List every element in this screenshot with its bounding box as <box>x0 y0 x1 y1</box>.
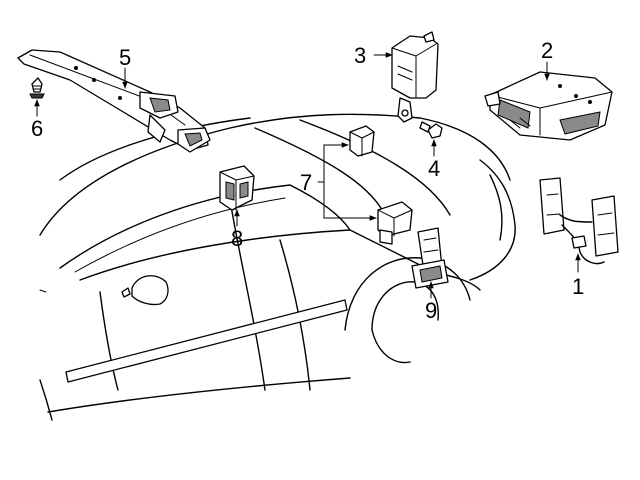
callout-6: 6 <box>31 116 43 141</box>
callout-7: 7 <box>300 170 312 195</box>
car-body-outline <box>39 113 516 421</box>
part-2-control-unit <box>484 71 613 141</box>
callout-2: 2 <box>541 38 553 63</box>
part-4-bolt <box>419 121 443 139</box>
callout-4: 4 <box>428 156 440 181</box>
part-6-clip <box>29 77 45 99</box>
callout-8: 8 <box>231 226 243 251</box>
callout-5: 5 <box>119 45 131 70</box>
part-9-mount <box>411 227 449 289</box>
part-1-sensor-harness <box>539 177 619 265</box>
callout-9: 9 <box>425 298 437 323</box>
callout-labels: 1 2 3 4 5 6 7 8 9 <box>31 38 584 323</box>
leader-lines <box>34 52 581 299</box>
part-5-crossmember <box>17 49 211 153</box>
part-8-bracket <box>219 165 255 211</box>
part-7-sensors <box>349 125 413 245</box>
callout-1: 1 <box>572 274 584 299</box>
part-3-sensor-module <box>391 31 439 123</box>
callout-3: 3 <box>354 43 366 68</box>
